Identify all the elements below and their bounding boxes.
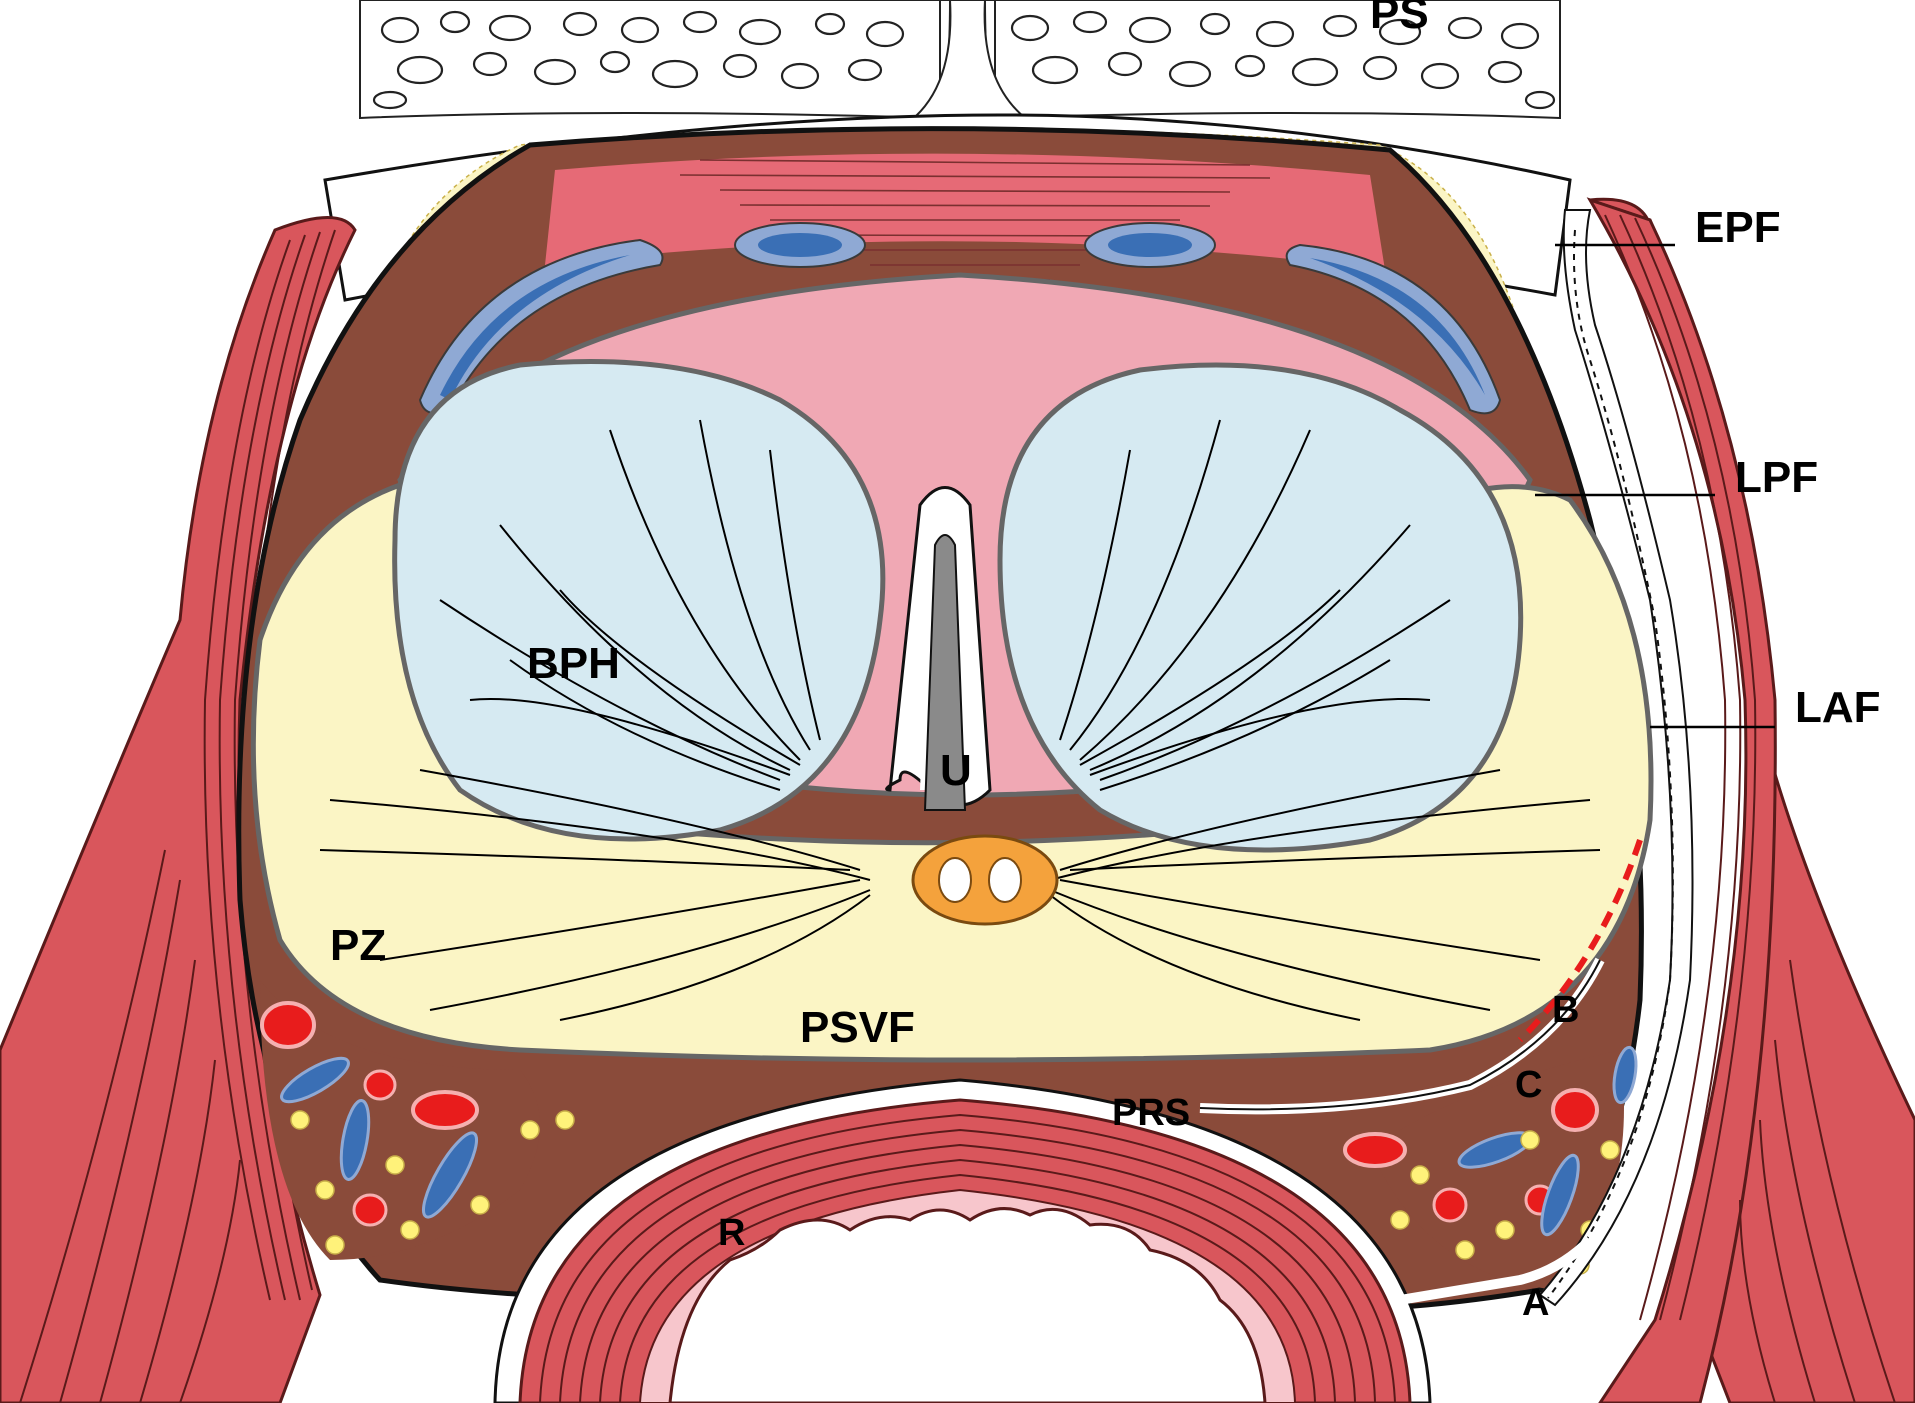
bph-nodule-left bbox=[395, 362, 883, 839]
ejaculatory-ducts bbox=[913, 836, 1057, 924]
label-a: A bbox=[1522, 1282, 1549, 1324]
label-psvf: PSVF bbox=[800, 1003, 915, 1052]
label-u: U bbox=[940, 746, 972, 795]
bph-nodule-right bbox=[1000, 365, 1521, 850]
label-ps: PS bbox=[1370, 0, 1429, 38]
label-bph: BPH bbox=[527, 639, 620, 688]
label-c: C bbox=[1515, 1064, 1542, 1106]
label-lpf: LPF bbox=[1735, 453, 1818, 502]
label-laf: LAF bbox=[1795, 683, 1881, 732]
label-prs: PRS bbox=[1112, 1092, 1190, 1134]
label-epf: EPF bbox=[1695, 203, 1781, 252]
label-pz: PZ bbox=[330, 921, 386, 970]
label-r: R bbox=[718, 1212, 745, 1254]
label-b: B bbox=[1552, 989, 1579, 1031]
